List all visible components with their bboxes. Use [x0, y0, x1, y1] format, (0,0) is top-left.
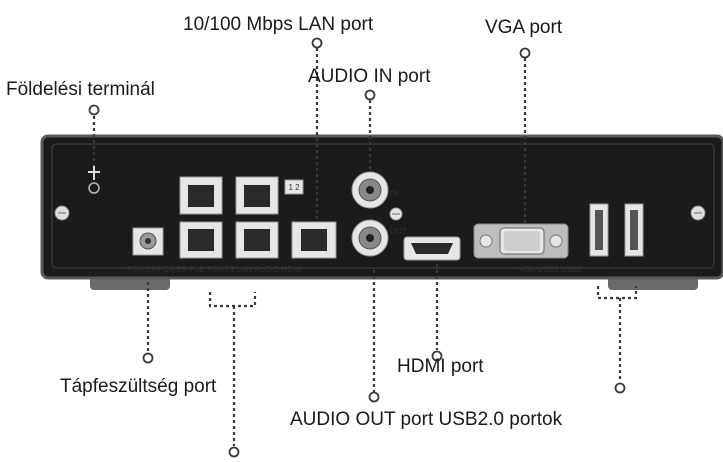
panel-row-left-label: POWERPOWER PoE PORTS LAN AUDIO HDMI	[127, 265, 302, 274]
panel-row-right-label: VGA USB1 USB2	[519, 265, 582, 274]
usb1-port	[589, 203, 609, 257]
usb2-port	[624, 203, 644, 257]
poe-port-2	[235, 176, 279, 215]
leader-pins	[88, 37, 626, 458]
power-jack	[132, 227, 164, 256]
ground-terminal	[88, 166, 100, 194]
lan-port-label: 10/100 Mbps LAN port	[183, 14, 374, 35]
audio-in-jack	[351, 171, 389, 209]
poe-port-1	[179, 176, 223, 215]
chassis	[40, 134, 723, 280]
audio-screw	[389, 207, 403, 221]
vga-connector	[473, 223, 569, 259]
right-screw	[690, 205, 706, 221]
svg-text:1 2: 1 2	[288, 183, 300, 192]
vga-port-label: VGA port	[485, 17, 563, 38]
lan-port	[291, 221, 337, 259]
poe-port-3	[179, 221, 223, 259]
left-screw	[54, 205, 70, 221]
audio-out-jack	[351, 219, 389, 257]
in-label: IN	[390, 189, 398, 198]
port-number-badge: 1 2	[284, 179, 304, 195]
chassis-inner-edge	[51, 143, 715, 269]
audio-out-usb-label: AUDIO OUT port USB2.0 portok	[290, 409, 563, 430]
poe-port-4	[235, 221, 279, 259]
out-label: OUT	[390, 227, 407, 236]
audio-in-port-label: AUDIO IN port	[308, 66, 431, 87]
ground-terminal-label: Földelési terminál	[6, 79, 155, 100]
power-port-label: Tápfeszültség port	[60, 376, 217, 397]
hdmi-connector	[403, 236, 461, 261]
hdmi-port-label: HDMI port	[397, 356, 484, 377]
leader-lines	[92, 48, 638, 446]
